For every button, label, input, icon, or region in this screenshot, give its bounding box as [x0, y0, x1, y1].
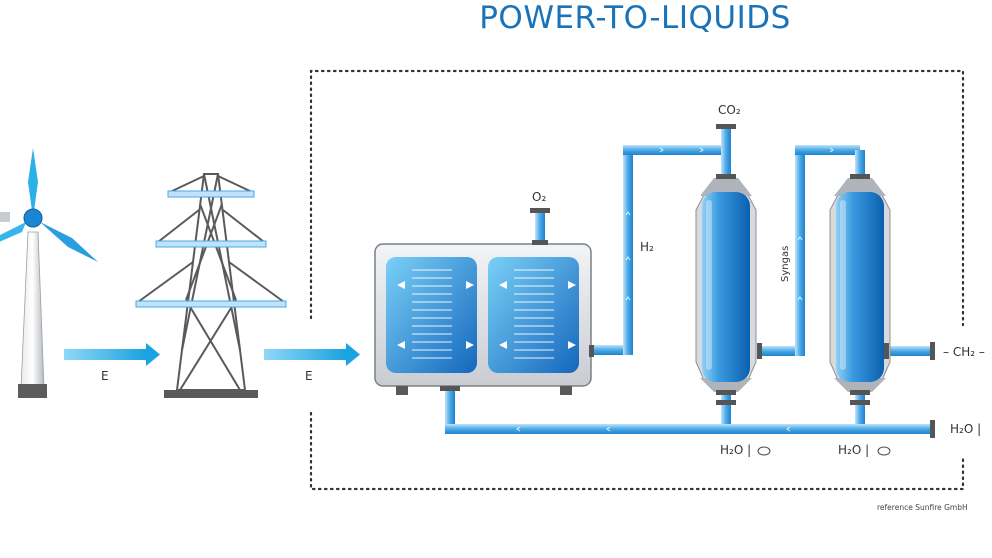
- water-label-1: H₂O |: [720, 443, 752, 457]
- syngas-label: Syngas: [780, 245, 791, 282]
- power-tower-insulators: [135, 190, 287, 398]
- hydrogen-label: H₂: [640, 240, 654, 254]
- page-title: POWER-TO-LIQUIDS: [479, 0, 791, 36]
- reactor-1: [695, 174, 757, 395]
- product-label: – CH₂ –: [943, 345, 985, 359]
- wind-turbine-icon: [0, 148, 98, 398]
- flow-direction-marks: [516, 147, 834, 432]
- water-out-label: H₂O |: [950, 422, 982, 436]
- reactor-2: [757, 174, 891, 395]
- electrolyzer-unit: [374, 240, 594, 395]
- energy-arrow-2: [264, 343, 360, 366]
- energy-label-1: E: [101, 369, 109, 383]
- pipe-network: [445, 124, 935, 438]
- system-boundary: [309, 69, 965, 491]
- reference-credit: reference Sunfire GmbH: [877, 503, 968, 512]
- energy-arrow-1: [64, 343, 160, 366]
- power-tower-icon: [137, 173, 285, 391]
- co2-label: CO₂: [718, 103, 741, 117]
- oxygen-label: O₂: [532, 190, 547, 204]
- water-label-2: H₂O |: [838, 443, 870, 457]
- water-state-icons: [757, 446, 891, 456]
- energy-label-2: E: [305, 369, 313, 383]
